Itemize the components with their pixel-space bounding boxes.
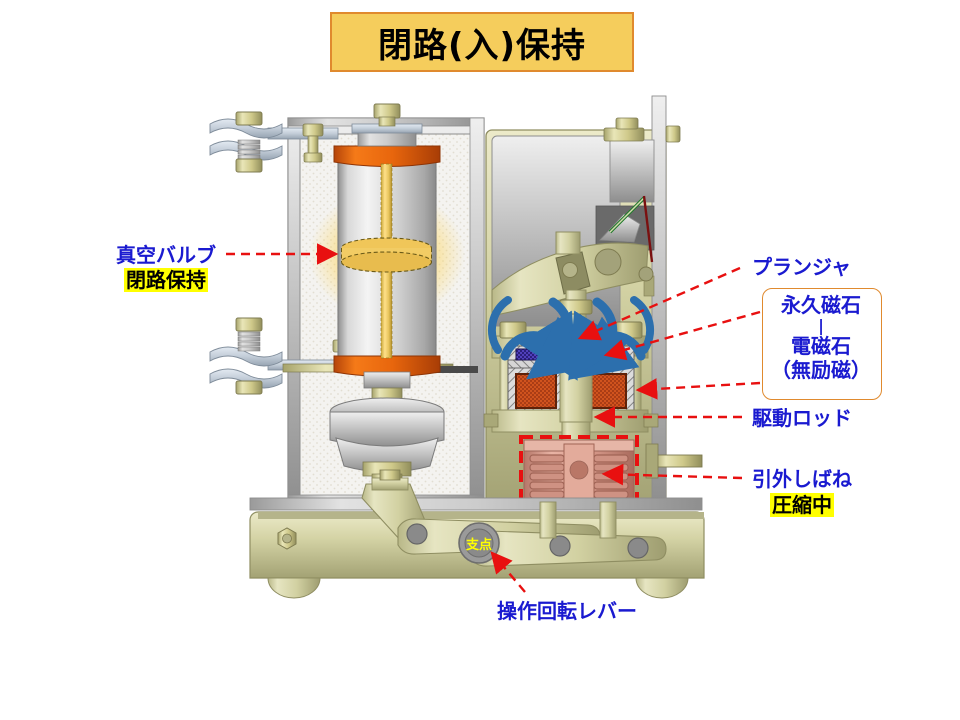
trip-spring [519,435,639,507]
page-title-text: 閉路(入)保持 [377,25,587,66]
upper-terminal-assembly [209,111,339,173]
left-coil [515,373,557,409]
fulcrum-pin [458,522,500,564]
label-vacuum-valve-status: 閉路保持 [124,268,208,292]
label-trip-spring: 引外しばね 圧縮中 [752,468,852,517]
operating-lever-linkage [361,469,667,567]
label-magnet-group: 永久磁石 | 電磁石 （無励磁） [768,294,874,382]
manual-trip-pushrod [645,443,703,479]
label-electromagnet-state: （無励磁） [771,358,871,382]
label-vacuum-valve-line1: 真空バルブ [116,243,216,267]
upper-bell-crank [491,231,654,317]
label-vacuum-valve: 真空バルブ 閉路保持 [116,244,216,292]
label-operating-lever: 操作回転レバー [497,599,637,623]
label-electromagnet: 電磁石 [791,334,851,358]
page-title: 閉路(入)保持 [330,12,634,72]
label-fulcrum: 支点 [465,538,492,553]
label-magnet-connector: | [818,316,824,335]
contact-discs-closed [340,237,433,273]
left-permanent-magnet [515,348,557,361]
magnet-callout-box [762,288,882,400]
label-trip-spring-line1: 引外しばね [752,467,852,491]
leader-lines [226,243,761,593]
auxiliary-switch [595,117,655,263]
label-drive-rod: 駆動ロッド [752,406,852,430]
vacuum-interrupter [309,103,465,401]
label-permanent-magnet: 永久磁石 [781,293,861,317]
label-plunger: プランジャ [752,255,851,279]
label-trip-spring-status: 圧縮中 [770,493,834,517]
